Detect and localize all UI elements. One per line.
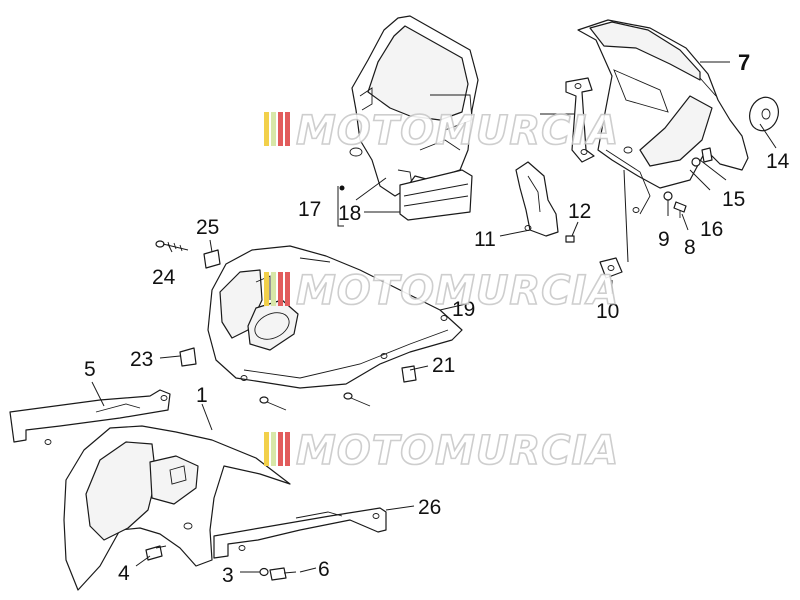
- part-12-small-screw: [565, 235, 575, 243]
- part-8-screw: [673, 201, 687, 218]
- callout-10: 10: [596, 300, 619, 323]
- callout-labels: 1 3 4 5 6 7 8 9 10 11 12 14 15 16 17 18 …: [84, 50, 790, 587]
- part-screw-right: [343, 392, 371, 407]
- watermark-middle: MOTOMURCIA: [264, 267, 619, 315]
- part-1-front-mudguard: [63, 425, 291, 591]
- callout-25: 25: [196, 216, 219, 239]
- callout-15: 15: [722, 188, 745, 211]
- callout-9: 9: [658, 228, 670, 251]
- part-26-right-bracket: [213, 507, 387, 559]
- callout-7: 7: [738, 50, 750, 75]
- watermark-text-bottom: MOTOMURCIA: [296, 428, 619, 474]
- callout-23: 23: [130, 348, 153, 371]
- part-5-left-bracket: [9, 389, 171, 445]
- part-14-reflector: [749, 96, 779, 132]
- part-23-clip: [179, 347, 197, 367]
- callout-18: 18: [338, 202, 361, 225]
- watermark-top: MOTOMURCIA: [264, 107, 619, 155]
- callout-12: 12: [568, 200, 591, 223]
- part-10-clip-nut: [599, 257, 623, 279]
- callout-16: 16: [700, 218, 723, 241]
- part-25-clip: [203, 249, 221, 269]
- callout-17: 17: [298, 198, 321, 221]
- callout-21: 21: [432, 354, 455, 377]
- callout-8: 8: [684, 236, 696, 259]
- watermark-bottom: MOTOMURCIA: [264, 427, 619, 475]
- part-21-clip: [401, 365, 417, 383]
- part-18-seal-strip: [399, 169, 473, 221]
- part-15-clip: [701, 147, 713, 163]
- leader-lines: [91, 61, 777, 573]
- watermark-text-middle: MOTOMURCIA: [296, 268, 619, 314]
- callout-4: 4: [118, 562, 130, 585]
- callout-26: 26: [418, 496, 441, 519]
- part-bracket-fender: [565, 77, 595, 163]
- callout-1: 1: [196, 384, 208, 407]
- watermark-text-top: MOTOMURCIA: [296, 108, 619, 154]
- part-7-front-fender: [577, 19, 749, 215]
- callout-19: 19: [452, 298, 475, 321]
- part-17-inner-shield: [349, 15, 479, 197]
- part-screw-left: [259, 396, 287, 411]
- part-16-washer: [691, 157, 701, 167]
- part-6-screw: [269, 567, 297, 581]
- marker-dot: [339, 185, 345, 191]
- callout-14: 14: [766, 150, 790, 173]
- part-3-washer: [259, 567, 269, 577]
- part-9-washer: [663, 191, 673, 201]
- part-11-support-bracket: [515, 161, 559, 237]
- callout-11: 11: [474, 228, 496, 251]
- callout-3: 3: [222, 564, 234, 587]
- callout-24: 24: [152, 266, 176, 289]
- callout-6: 6: [318, 558, 330, 581]
- part-4-screw: [145, 545, 167, 561]
- part-24-screw: [155, 240, 189, 252]
- callout-5: 5: [84, 358, 96, 381]
